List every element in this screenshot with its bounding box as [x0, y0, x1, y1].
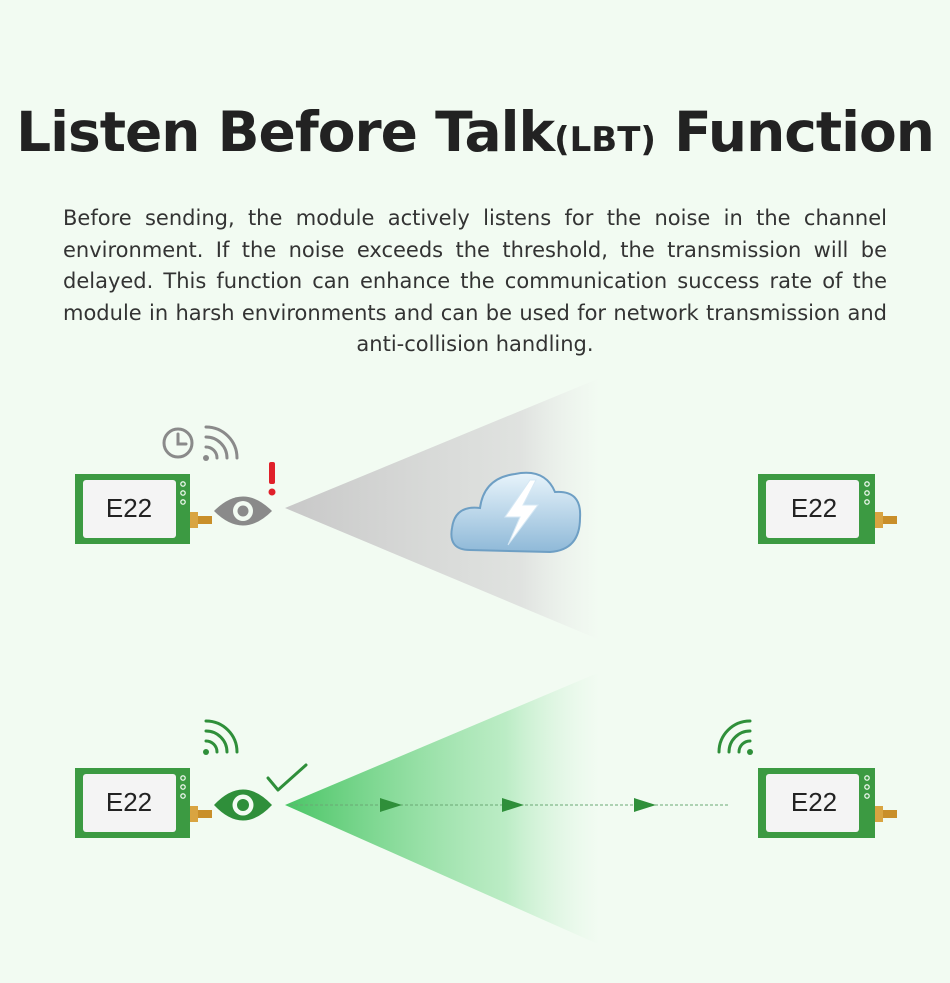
arrow-icon	[380, 798, 402, 812]
receiver-label: E22	[791, 787, 837, 817]
listen-cone-green	[285, 672, 600, 945]
wifi-signal-icon	[717, 719, 753, 755]
title-sub: (LBT)	[554, 120, 656, 160]
interference-cloud-icon	[450, 471, 582, 554]
sender-module-clear: E22	[75, 768, 212, 838]
page-title: Listen Before Talk(LBT) Function	[0, 100, 950, 164]
scenario-clear: E22	[75, 672, 897, 945]
alert-icon	[268, 462, 276, 496]
wifi-signal-icon	[203, 425, 239, 461]
clock-icon	[162, 427, 194, 459]
check-icon	[266, 763, 308, 792]
sender-label: E22	[106, 787, 152, 817]
receiver-module-busy: E22	[758, 474, 897, 544]
sender-label: E22	[106, 493, 152, 523]
receiver-label: E22	[791, 493, 837, 523]
arrow-icon	[502, 798, 524, 812]
eye-icon	[214, 496, 272, 526]
wifi-signal-icon	[203, 719, 239, 755]
eye-icon	[214, 789, 272, 821]
arrow-icon	[634, 798, 656, 812]
description-text: Before sending, the module actively list…	[63, 206, 887, 356]
receiver-module-clear: E22	[758, 768, 897, 838]
title-tail: Function	[674, 100, 935, 164]
sender-module-busy: E22	[75, 474, 212, 544]
scenario-busy: E22	[75, 378, 897, 640]
listen-cone-grey	[285, 378, 600, 640]
title-main: Listen Before Talk	[16, 100, 555, 164]
